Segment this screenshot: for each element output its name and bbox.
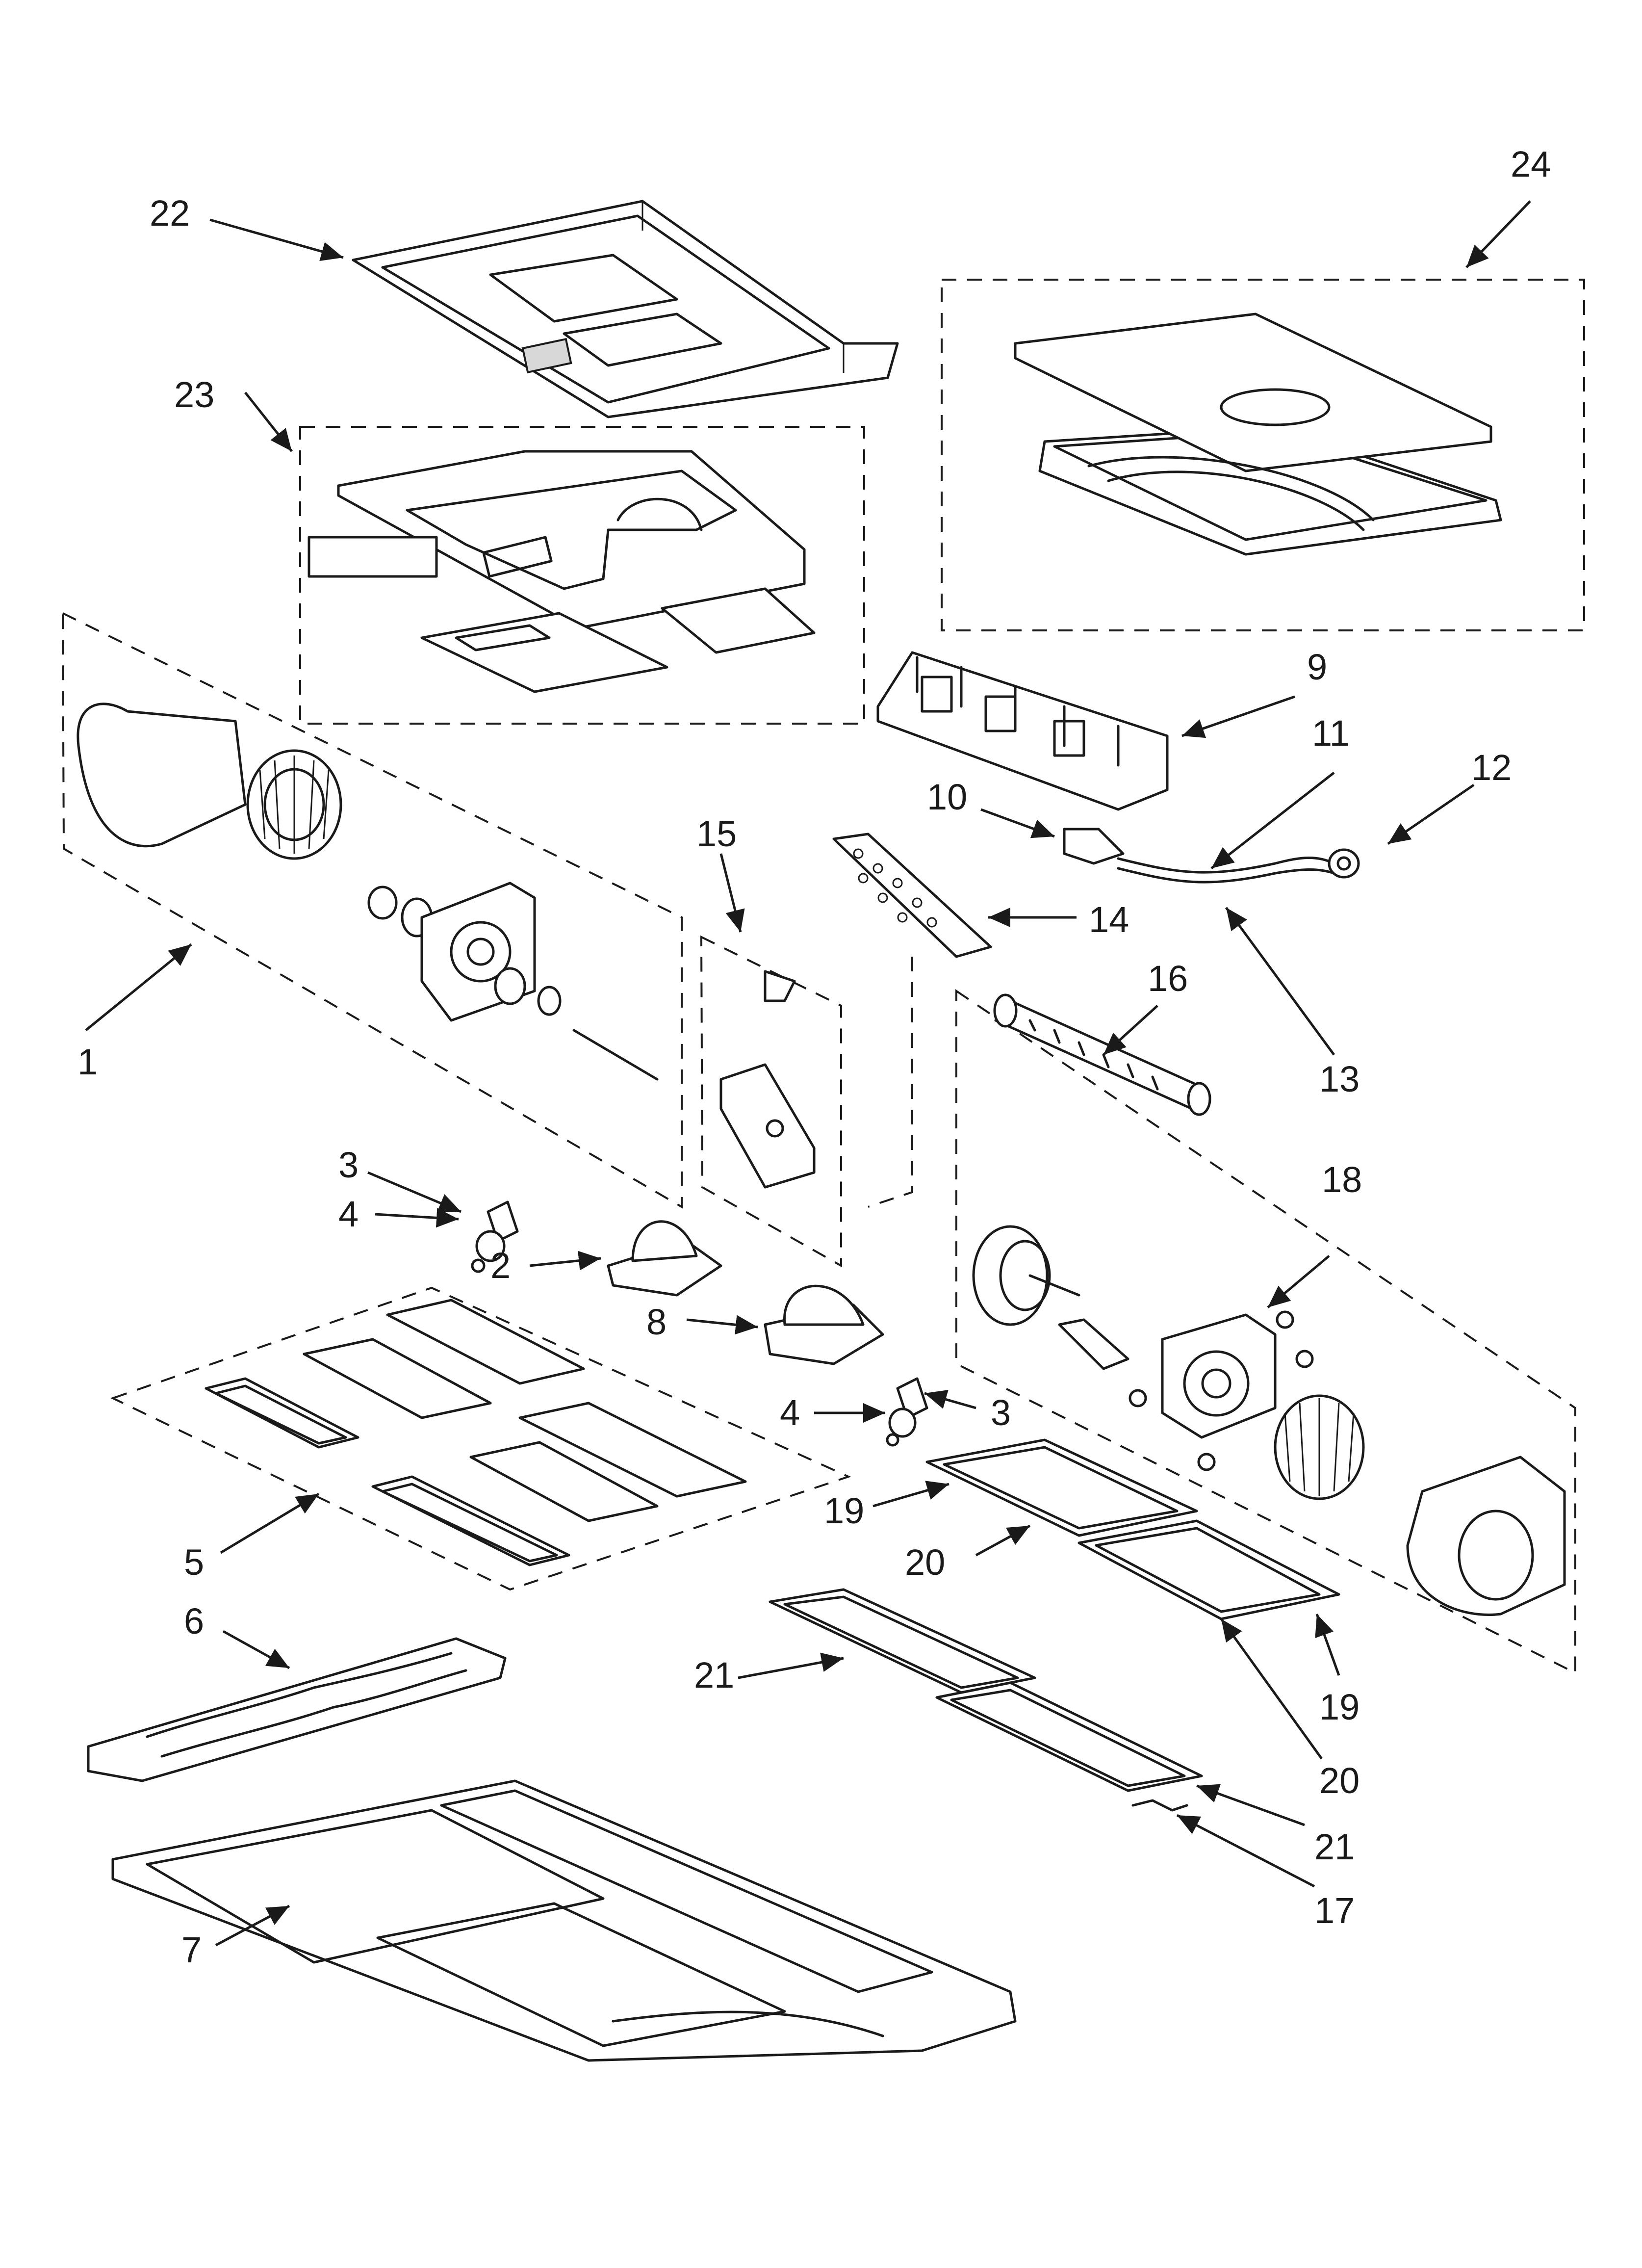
callout-3-right: 3 xyxy=(991,1392,1011,1433)
callout-20-right: 20 xyxy=(1319,1760,1360,1801)
callout-7: 7 xyxy=(181,1929,202,1970)
part-6-rail xyxy=(87,1637,507,1782)
part-10-11-12-13-wire-harness xyxy=(1063,828,1360,884)
callout-4-right: 4 xyxy=(780,1392,800,1433)
part-1-blower-assembly xyxy=(77,703,659,1081)
callout-11: 11 xyxy=(1312,713,1350,754)
callout-24: 24 xyxy=(1511,144,1551,184)
callout-8: 8 xyxy=(646,1302,667,1342)
callout-1: 1 xyxy=(77,1042,98,1082)
part-15-bracket xyxy=(719,970,816,1189)
part-2-duct-cap xyxy=(607,1220,722,1297)
part-9-control-bracket xyxy=(876,651,1169,811)
callout-5: 5 xyxy=(184,1542,204,1583)
part-23-insulation-plate xyxy=(308,450,816,693)
part-21-frames xyxy=(769,1588,1203,1812)
part-18-motor-assembly xyxy=(972,1225,1566,1616)
part-19-20-filter-frames xyxy=(925,1438,1340,1620)
part-3-4-left-plug xyxy=(471,1200,519,1273)
callout-9: 9 xyxy=(1307,647,1327,687)
callout-19-right: 19 xyxy=(1319,1687,1360,1727)
callout-6: 6 xyxy=(184,1601,204,1642)
callout-labels: 22 23 24 9 10 11 12 14 13 16 15 1 3 4 2 … xyxy=(77,144,1551,1970)
leader-lines xyxy=(85,200,1531,1947)
part-14-vent-plate xyxy=(832,833,992,958)
callout-16: 16 xyxy=(1148,958,1188,999)
part-22-top-cover xyxy=(352,200,899,418)
part-8-duct-cap xyxy=(764,1284,884,1365)
callout-10: 10 xyxy=(927,777,967,817)
group-box-5 xyxy=(110,1286,851,1591)
callout-4-left: 4 xyxy=(338,1194,359,1234)
part-3-4-right-plug xyxy=(886,1377,928,1447)
callout-20-left: 20 xyxy=(905,1542,945,1583)
callout-15: 15 xyxy=(696,813,737,854)
callout-21-right: 21 xyxy=(1314,1826,1355,1867)
callout-17: 17 xyxy=(1314,1890,1355,1931)
part-16-roller-shaft xyxy=(993,993,1211,1116)
part-7-base-tray xyxy=(111,1779,1017,2062)
callout-3-left: 3 xyxy=(338,1145,359,1185)
callout-23: 23 xyxy=(174,374,214,415)
callout-18: 18 xyxy=(1322,1159,1362,1200)
callout-19-left: 19 xyxy=(824,1490,864,1531)
part-5-filter-set xyxy=(205,1299,747,1566)
part-24-panel-assembly xyxy=(1014,313,1502,556)
callout-14: 14 xyxy=(1089,899,1129,940)
callout-22: 22 xyxy=(150,193,190,234)
callout-2: 2 xyxy=(490,1245,511,1286)
group-box-1 xyxy=(61,611,683,1209)
group-box-18 xyxy=(955,989,1576,1675)
callout-12: 12 xyxy=(1471,747,1512,788)
callout-21-left: 21 xyxy=(694,1655,734,1695)
callout-13: 13 xyxy=(1319,1059,1360,1099)
group-box-16-outline xyxy=(868,957,913,1208)
